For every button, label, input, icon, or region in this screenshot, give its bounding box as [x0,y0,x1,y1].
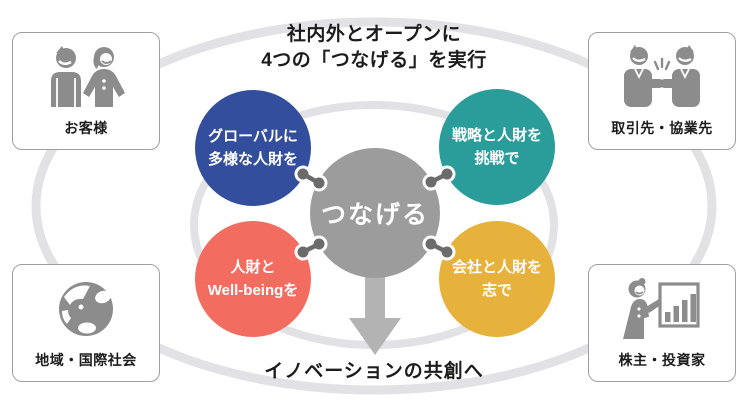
bubble-text-line2: 挑戦で [474,150,520,167]
presenter-chart-icon [589,271,735,347]
bubble-text-line1: 人財と [230,258,276,276]
stakeholder-label-customers: お客様 [64,120,108,136]
stakeholder-label-partners: 取引先・協業先 [611,120,713,136]
diagram-title-line1: 社内外とオープンに [286,24,462,45]
center-connect-circle: つなげる [310,148,440,278]
bubble-company-talent-aspiration: 会社と人財を 志で [439,221,555,337]
handshake-icon [589,39,735,115]
diagram-title: 社内外とオープンに 4つの「つなげる」を実行 [0,22,748,73]
diagram-footer-title: イノベーションの共創へ [264,361,484,382]
stakeholder-label-investors: 株主・投資家 [618,352,706,368]
bubble-text-line1: 会社と人財を [451,258,542,276]
bubble-strategy-talent-challenge: 戦略と人財を 挑戦で [439,89,555,205]
stakeholder-box-society: 地域・国際社会 [12,264,160,382]
stakeholder-box-partners: 取引先・協業先 [588,32,736,150]
stakeholder-box-customers: お客様 [12,32,160,150]
bubble-talent-wellbeing: 人財と Well-beingを [195,221,311,337]
bubble-text-line2: 多様な人財を [207,151,298,168]
stakeholder-box-investors: 株主・投資家 [588,264,736,382]
two-people-icon [13,39,159,115]
bubble-text-line1: グローバルに [208,127,298,145]
bubble-global-diverse-talent: グローバルに 多様な人財を [195,90,311,206]
diagram-title-line2: 4つの「つなげる」を実行 [261,49,487,71]
center-connect-label: つなげる [320,201,429,229]
bubble-text-line2: 志で [481,282,512,299]
bubble-text-line2: Well-beingを [207,282,299,299]
globe-icon [13,271,159,347]
bubble-text-line1: 戦略と人財を [451,126,542,144]
stakeholder-label-society: 地域・国際社会 [35,352,137,368]
